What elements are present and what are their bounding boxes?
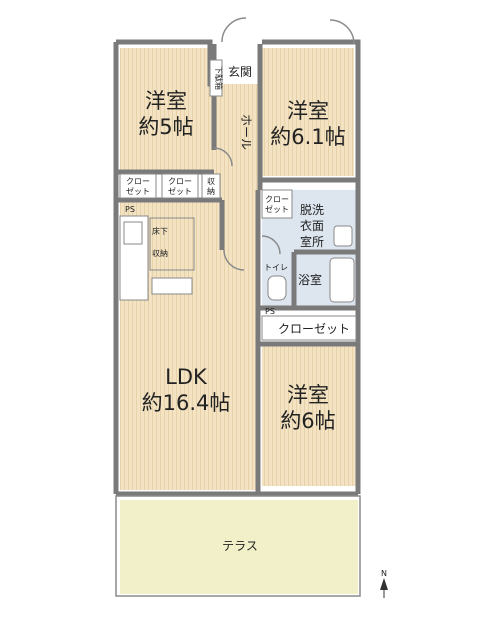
closet-b-label-1: クロー	[168, 177, 192, 186]
toilet-fixture	[267, 275, 287, 301]
western-room-ne-size: 約6.1帖	[270, 125, 345, 149]
closet-c-label-2: ゼット	[265, 204, 289, 214]
genkan-floor	[222, 60, 260, 84]
closet-big-label: クローゼット	[278, 322, 350, 336]
terrace-floor	[120, 500, 358, 594]
underfloor-storage-box	[149, 217, 195, 271]
genkan-label: 玄関	[228, 64, 252, 79]
washroom-door-swing	[261, 235, 281, 255]
closet-big-box	[261, 315, 357, 341]
hall-door-swing	[223, 249, 245, 271]
compass-label: N	[381, 569, 387, 578]
western-room-ne-floor	[262, 48, 354, 176]
terrace-rail	[115, 495, 361, 597]
western-room-nw-label: 洋室	[145, 89, 187, 113]
ldk-label: LDK	[165, 365, 208, 389]
bathtub	[329, 257, 355, 303]
entrance-door-swing	[221, 17, 247, 43]
western-room-se-label: 洋室	[287, 383, 329, 407]
western-room-nw-floor	[120, 48, 212, 170]
terrace-door-swing	[329, 19, 355, 45]
ps-label-1: PS	[125, 205, 135, 214]
hall-label: ホール	[239, 114, 253, 150]
underfloor-label-1: 床下	[152, 226, 168, 236]
getabako-box	[209, 59, 223, 97]
stove	[123, 221, 143, 245]
closet-c-box	[261, 189, 293, 219]
closet-c-label-1: クロー	[265, 195, 289, 204]
toilet-label: トイレ	[264, 263, 288, 272]
getabako-label: 下駄箱	[214, 66, 224, 90]
room-nw-door-swing	[213, 147, 233, 167]
terrace-label: テラス	[222, 539, 258, 553]
washbasin	[333, 225, 353, 247]
storage-box	[201, 173, 221, 199]
closet-b-box	[161, 173, 199, 199]
ps-label-2: PS	[265, 307, 275, 316]
bath-label: 浴室	[298, 272, 322, 287]
closet-a-box	[119, 173, 157, 199]
western-room-se-floor	[262, 346, 356, 486]
western-room-se-size: 約6帖	[280, 409, 335, 433]
closet-a-label-1: クロー	[126, 177, 150, 186]
closet-b-label-2: ゼット	[168, 186, 192, 196]
western-room-nw-size: 約5帖	[138, 115, 193, 139]
kitchen-sink	[151, 277, 193, 295]
closet-a-label-2: ゼット	[126, 186, 150, 196]
underfloor-label-2: 収納	[152, 248, 168, 258]
ldk-size: 約16.4帖	[142, 391, 231, 415]
wardrobe-label-3: 室所	[300, 234, 324, 249]
exterior-wall-north-east	[262, 39, 361, 180]
wardrobe-label-1: 脱洗	[300, 202, 324, 217]
western-room-ne-label: 洋室	[287, 99, 329, 123]
storage-label-1: 収	[207, 176, 215, 186]
north-compass-icon	[380, 578, 388, 598]
storage-label-2: 納	[207, 186, 215, 196]
wardrobe-label-2: 衣面	[300, 218, 324, 233]
